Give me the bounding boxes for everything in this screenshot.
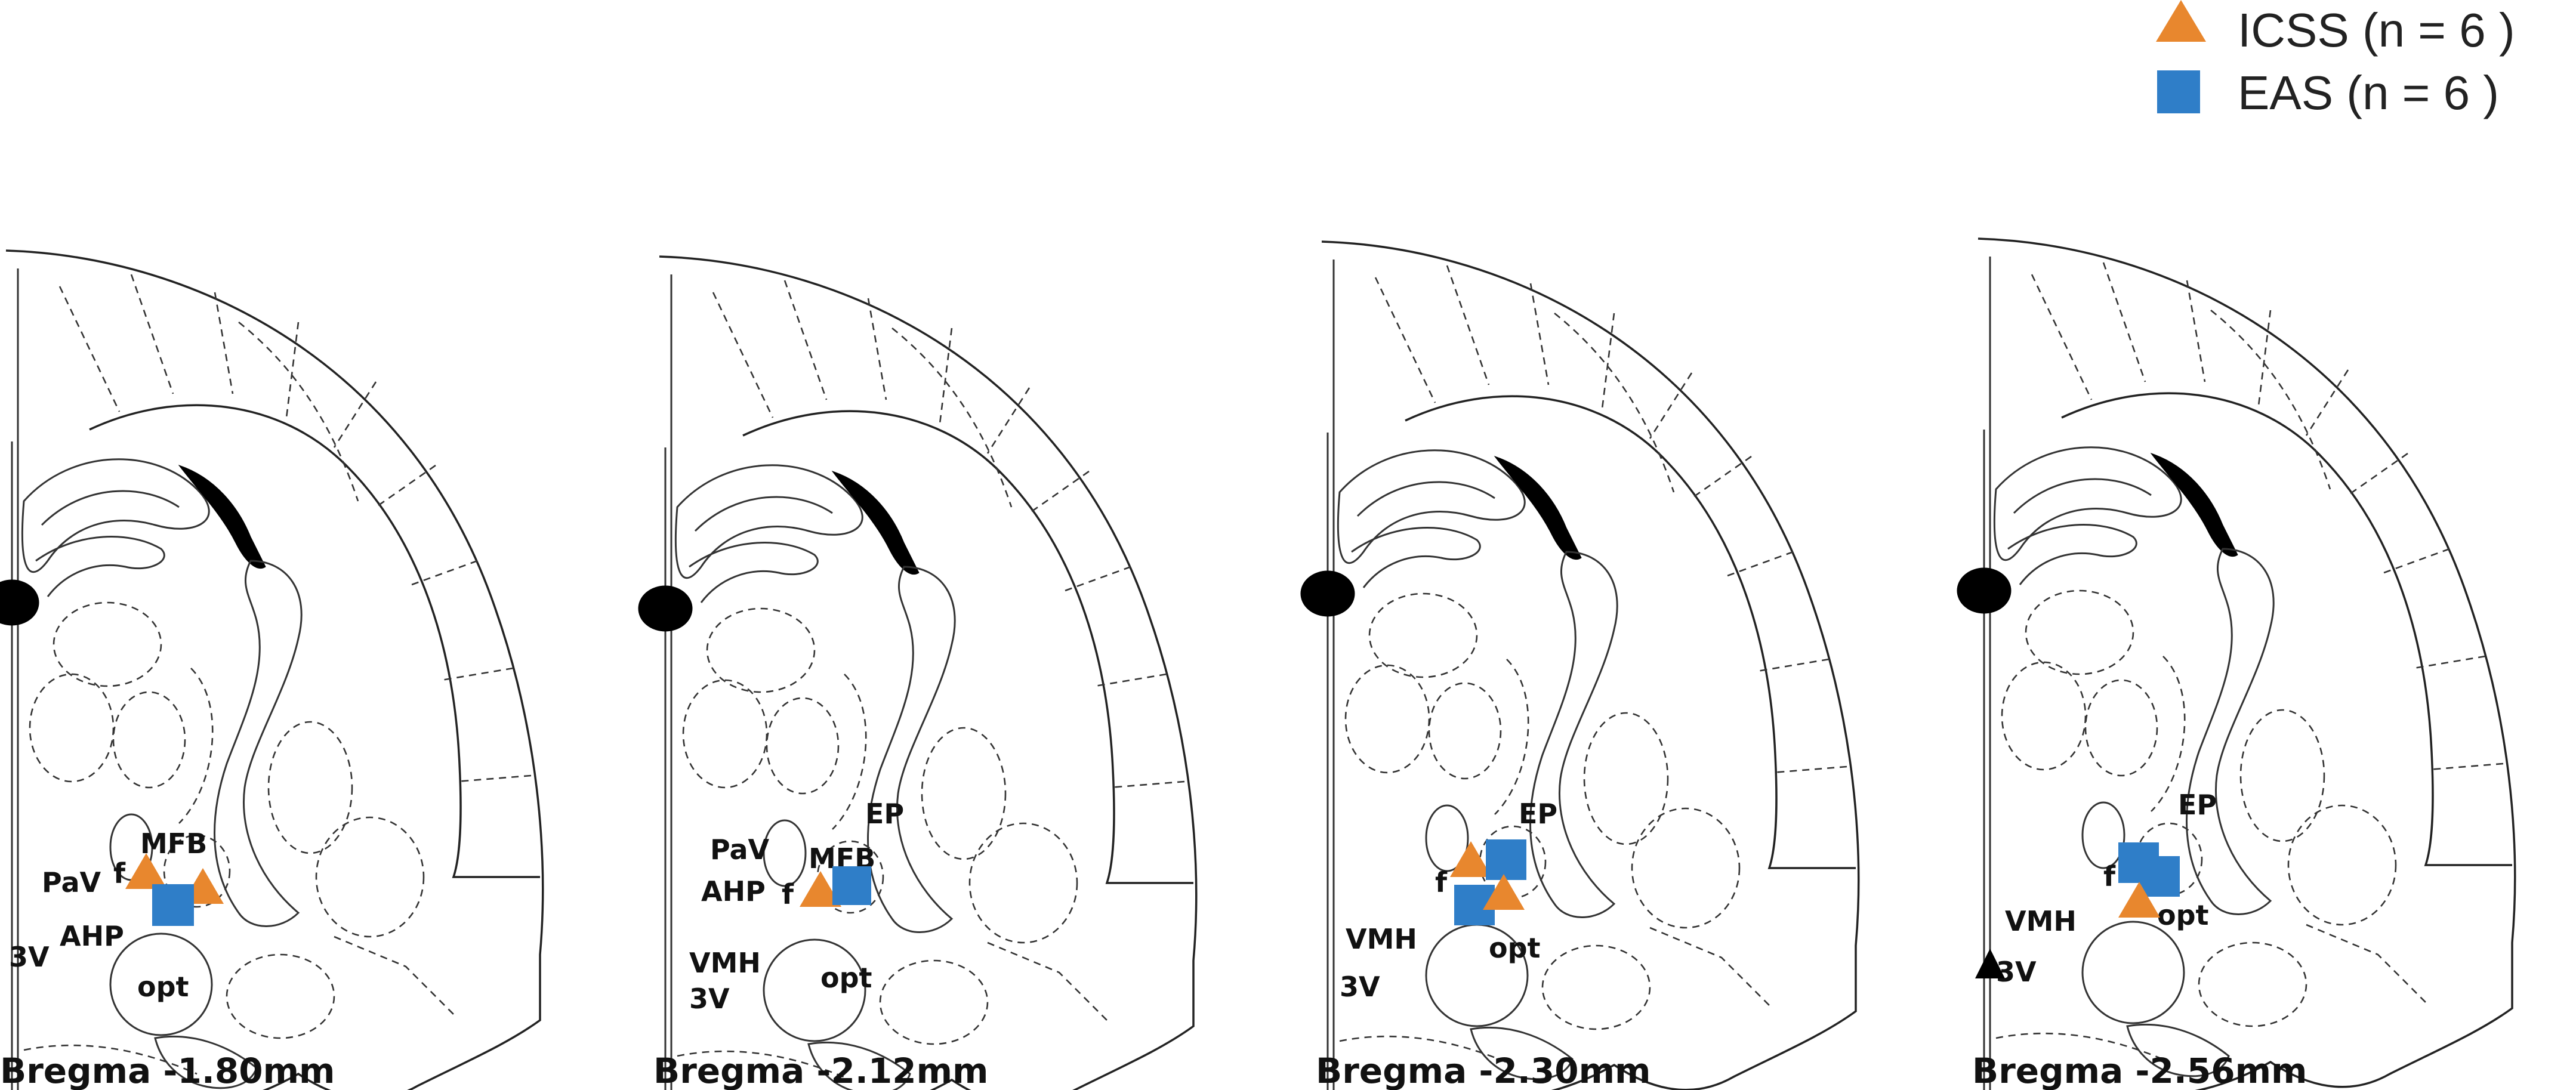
region-label-vmh: VMH — [1346, 923, 1417, 955]
panel-caption: Bregma -1.80mm — [0, 1051, 335, 1090]
region-label-opt: opt — [820, 962, 872, 994]
eas-site-marker — [152, 884, 194, 926]
icss-triangle-marker — [2156, 0, 2206, 42]
panel-bregma-1-80: MFB f PaV AHP 3V opt Bregma -1.80mm — [0, 249, 544, 1090]
region-label-f: f — [782, 878, 794, 910]
region-label-opt: opt — [1489, 932, 1541, 964]
region-label-pav: PaV — [710, 833, 770, 866]
region-label-vmh: VMH — [689, 947, 761, 979]
region-label-3v: 3V — [1996, 956, 2037, 988]
coronal-section-outline — [1300, 240, 1860, 1090]
panel-bregma-2-56: EP f VMH opt 3V Bregma -2.56mm — [1956, 237, 2516, 1090]
region-label-f: f — [2103, 860, 2116, 893]
region-label-ahp: AHP — [60, 920, 124, 952]
region-label-ep: EP — [2178, 789, 2217, 821]
icss-site-marker — [800, 871, 841, 907]
eas-site-marker — [1486, 839, 1526, 880]
region-label-3v: 3V — [689, 983, 730, 1015]
region-label-vmh: VMH — [2005, 905, 2077, 937]
region-label-ep: EP — [865, 798, 904, 830]
eas-site-marker — [832, 866, 871, 905]
eas-square-marker — [2157, 70, 2200, 113]
region-label-opt: opt — [2157, 899, 2209, 931]
icss-site-marker — [1483, 874, 1525, 910]
region-label-pav: PaV — [42, 866, 101, 898]
third-ventricle-black-triangle — [1975, 949, 2005, 978]
legend: ICSS (n = 6 ) EAS (n = 6 ) — [2156, 0, 2515, 119]
icss-site-marker — [2118, 882, 2160, 918]
legend-label-icss: ICSS (n = 6 ) — [2238, 4, 2515, 57]
coronal-section-outline — [0, 249, 544, 1090]
coronal-section-outline — [1956, 237, 2516, 1090]
region-label-f: f — [1435, 866, 1448, 898]
icss-site-marker — [125, 853, 167, 889]
panel-caption: Bregma -2.56mm — [1972, 1051, 2307, 1090]
region-label-ahp: AHP — [701, 875, 766, 907]
region-label-3v: 3V — [9, 941, 50, 973]
region-label-f: f — [113, 857, 126, 890]
region-label-mfb: MFB — [140, 827, 207, 860]
region-label-opt: opt — [137, 971, 189, 1003]
panel-bregma-2-30: EP f VMH opt 3V Bregma -2.30mm — [1300, 240, 1860, 1090]
region-label-3v: 3V — [1340, 971, 1380, 1003]
legend-label-eas: EAS (n = 6 ) — [2238, 66, 2499, 119]
eas-site-marker — [2139, 856, 2180, 897]
panel-bregma-2-12: EP PaV MFB AHP f VMH 3V opt Bregma -2.12… — [637, 255, 1198, 1090]
panel-caption: Bregma -2.30mm — [1316, 1051, 1651, 1090]
icss-site-marker — [1450, 841, 1492, 877]
region-label-ep: EP — [1519, 798, 1557, 830]
panel-caption: Bregma -2.12mm — [653, 1051, 988, 1090]
